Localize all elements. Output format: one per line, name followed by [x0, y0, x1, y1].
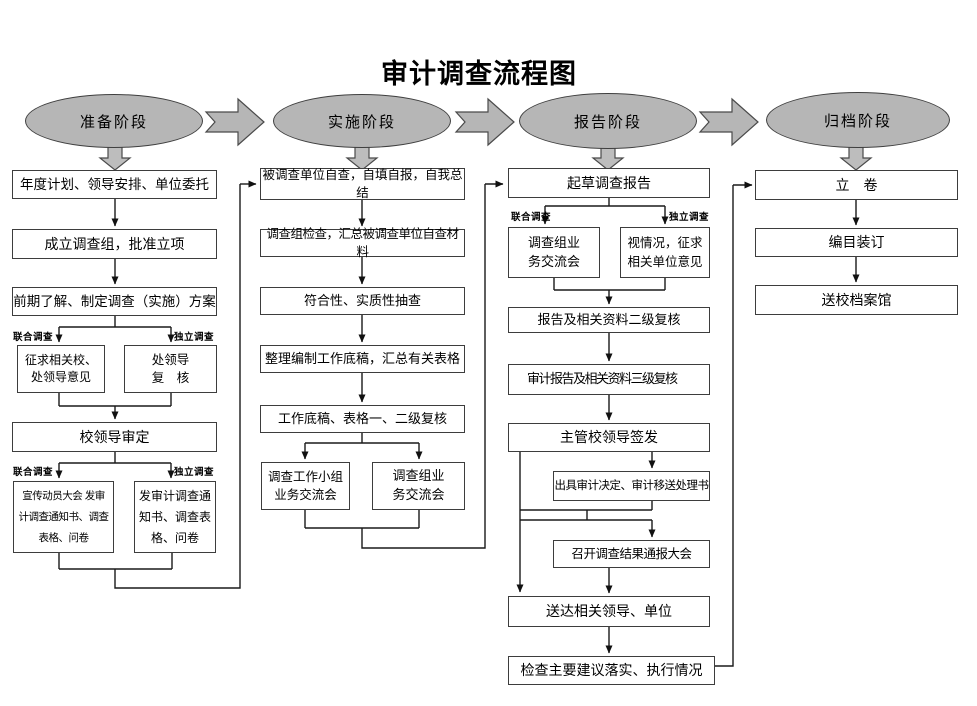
- branch-label-joint-1: 联合调查: [13, 332, 54, 343]
- flow-box-sampling: 符合性、实质性抽查: [260, 287, 465, 315]
- phase-oval-report: 报告阶段: [519, 93, 697, 149]
- phase-oval-archive: 归档阶段: [766, 92, 950, 148]
- flow-box-team-check: 调查组检查，汇总被调查单位自查材料: [260, 227, 465, 259]
- flow-box-workgroup-meeting: 调查工作小组 业务交流会: [261, 462, 350, 510]
- page-title: 审计调查流程图: [381, 59, 577, 89]
- phase-transition-arrow-icon: [204, 97, 759, 147]
- flow-box-establish-team: 成立调查组，批准立项: [12, 229, 217, 259]
- flow-box-scheme: 前期了解、制定调查（实施）方案: [12, 287, 217, 316]
- flow-box-third-review: 审计报告及相关资料三级复核: [508, 364, 710, 395]
- flow-box-second-review: 报告及相关资料二级复核: [508, 307, 710, 333]
- flow-box-follow-up: 检查主要建议落实、执行情况: [508, 656, 715, 685]
- branch-label-joint-3: 联合调查: [511, 212, 552, 223]
- branch-label-independent-1: 独立调查: [174, 332, 215, 343]
- flow-box-team-meeting: 调查组业 务交流会: [372, 462, 465, 510]
- branch-label-independent-3: 独立调查: [669, 212, 710, 223]
- flow-box-sign-off: 主管校领导签发: [508, 423, 710, 452]
- flow-box-working-papers: 整理编制工作底稿，汇总有关表格: [260, 345, 465, 373]
- phase-oval-implement: 实施阶段: [273, 94, 451, 148]
- flow-box-briefing-meeting: 召开调查结果通报大会: [553, 540, 710, 568]
- branch-label-joint-2: 联合调查: [13, 467, 54, 478]
- flow-box-indep-review: 处领导 复 核: [124, 345, 217, 393]
- flow-box-filing: 立 卷: [755, 170, 958, 200]
- flow-box-issue-decision: 出具审计决定、审计移送处理书: [553, 471, 710, 501]
- flow-box-seek-opinion: 视情况，征求 相关单位意见: [620, 227, 710, 278]
- flow-box-draft-report: 起草调查报告: [508, 168, 710, 198]
- flow-box-self-check: 被调查单位自查，自填自报，自我总结: [260, 168, 465, 200]
- flow-box-two-level-review: 工作底稿、表格一、二级复核: [260, 405, 465, 433]
- flow-box-annual-plan: 年度计划、领导安排、单位委托: [12, 170, 217, 199]
- flow-box-indep-notice: 发审计调查通 知书、调查表 格、问卷: [134, 481, 216, 553]
- branch-label-independent-2: 独立调查: [174, 467, 215, 478]
- phase-down-arrow-icon: [98, 146, 873, 171]
- flow-box-binding: 编目装订: [755, 228, 958, 257]
- flow-box-deliver: 送达相关领导、单位: [508, 596, 710, 627]
- flow-box-joint-opinion: 征求相关校、 处领导意见: [17, 345, 105, 393]
- flow-box-joint-notice: 宣传动员大会 发审 计调查通知书、调查 表格、问卷: [13, 481, 114, 553]
- flow-box-report-team-meeting: 调查组业 务交流会: [508, 227, 600, 278]
- flow-box-to-archives: 送校档案馆: [755, 285, 958, 315]
- flow-box-leader-approval: 校领导审定: [12, 422, 217, 452]
- phase-oval-prepare: 准备阶段: [25, 94, 203, 148]
